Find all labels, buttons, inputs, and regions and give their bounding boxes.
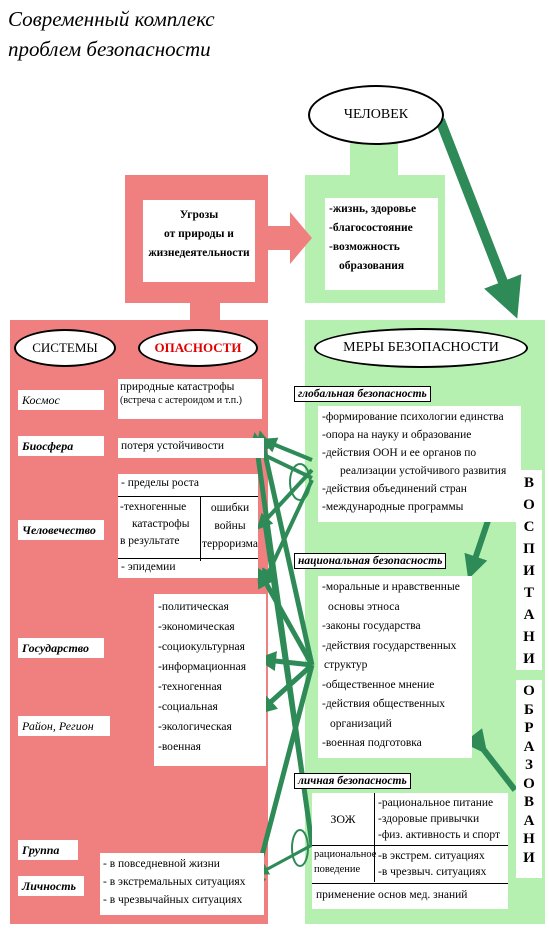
system-humanity: Человечество <box>18 520 104 540</box>
system-state: Государство <box>18 638 104 658</box>
page-title: Современный комплекс проблем безопасност… <box>8 7 215 61</box>
system-region: Район, Регион <box>18 716 110 736</box>
measures-oval: МЕРЫ БЕЗОПАСНОСТИ <box>314 328 528 368</box>
global-security-header: глобальная безопасность <box>294 386 431 402</box>
personal-security-header: личная безопасность <box>294 773 411 789</box>
system-biosphere: Биосфера <box>18 436 104 456</box>
personal-security-table: ЗОЖ -рациональное питание -здоровые прив… <box>312 793 508 909</box>
threat-arrow <box>268 212 312 264</box>
danger-state: -политическая -экономическая -социокульт… <box>154 594 266 766</box>
global-security-items: -формирование психологии единства -опора… <box>318 406 521 522</box>
system-personality: Личность <box>18 876 84 896</box>
dangers-oval: ОПАСНОСТИ <box>138 329 258 367</box>
system-cosmos: Космос <box>18 390 104 410</box>
human-measures-arrow <box>435 118 522 319</box>
danger-cosmos: природные катастрофы (встреча с астероид… <box>118 379 262 419</box>
threats-box: Угрозы от природы и жизнедеятельности <box>143 200 255 282</box>
human-values: -жизнь, здоровье -благосостояние -возмож… <box>325 198 438 290</box>
national-security-header: национальная безопасность <box>294 553 447 569</box>
system-group: Группа <box>18 840 78 860</box>
upbringing-vertical: В О С П И Т А Н И <box>516 470 542 670</box>
human-oval: ЧЕЛОВЕК <box>308 85 444 145</box>
national-security-items: -моральные и нравственные основы этноса … <box>318 576 472 758</box>
danger-personal: - в повседневной жизни - в экстремальных… <box>100 853 264 915</box>
danger-biosphere: потеря устойчивости <box>118 438 264 458</box>
danger-humanity: - пределы роста -техногенные катастрофы … <box>118 474 258 578</box>
human-connector <box>350 140 398 180</box>
education-vertical: О Б Р А З О В А Н И <box>516 680 542 878</box>
systems-oval: СИСТЕМЫ <box>14 329 116 367</box>
